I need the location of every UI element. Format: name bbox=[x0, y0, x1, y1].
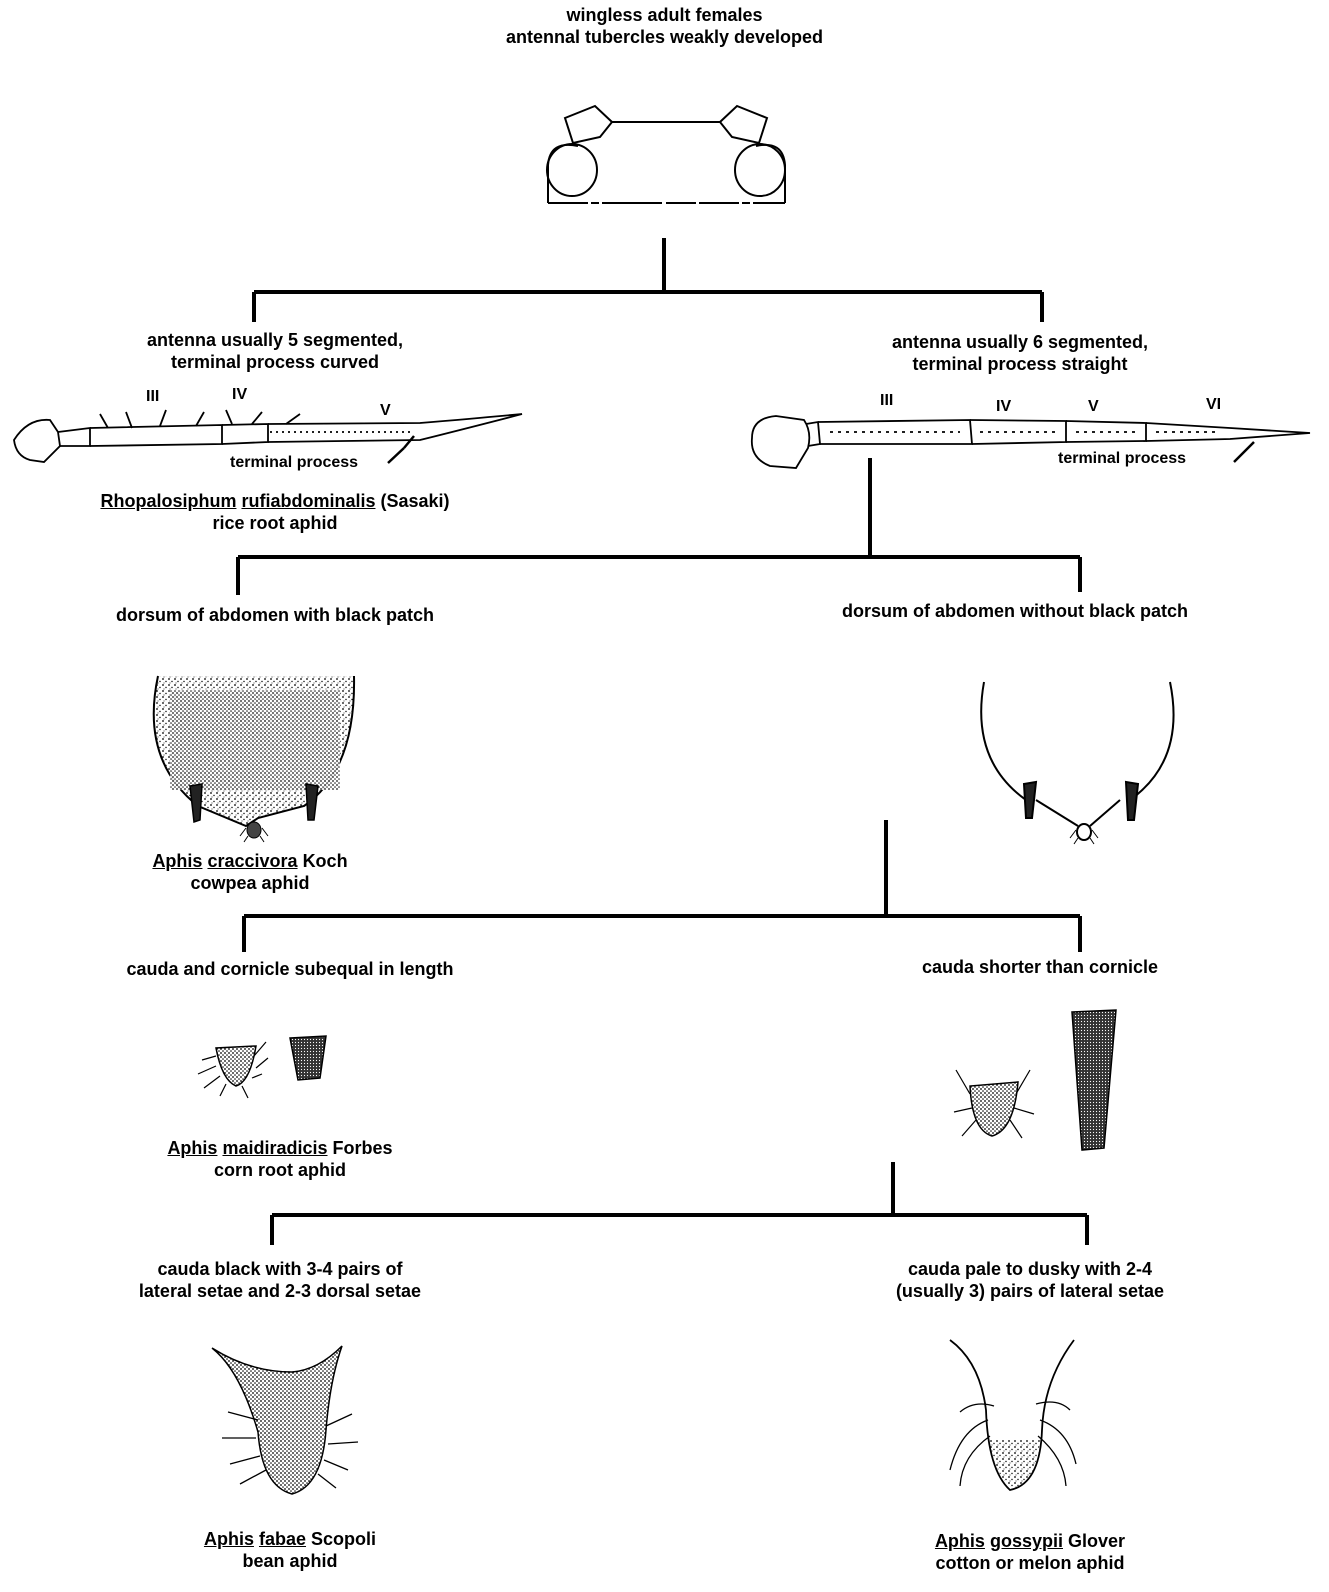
couplet1-right-line-1: antenna usually 6 segmented, bbox=[800, 331, 1240, 353]
couplet1-left-text: antenna usually 5 segmented, terminal pr… bbox=[40, 329, 510, 373]
species-author: Glover bbox=[1068, 1531, 1125, 1551]
species-author: (Sasaki) bbox=[381, 491, 450, 511]
couplet1-left-line-2: terminal process curved bbox=[40, 351, 510, 373]
species-epithet: maidiradicis bbox=[222, 1138, 327, 1158]
couplet3-right-text: cauda shorter than cornicle bbox=[850, 956, 1230, 978]
species-common-name: corn root aphid bbox=[80, 1159, 480, 1181]
species-common-name: cowpea aphid bbox=[60, 872, 440, 894]
left-antenna-label-iii: III bbox=[146, 388, 159, 406]
cauda-black-fabae-illustration bbox=[212, 1346, 358, 1494]
root-line-1: wingless adult females bbox=[0, 4, 1329, 26]
species-genus: Aphis bbox=[935, 1531, 985, 1551]
cauda-shorter-than-cornicle-illustration bbox=[954, 1010, 1116, 1150]
couplet4-left-line-2: lateral setae and 2-3 dorsal setae bbox=[60, 1280, 500, 1302]
species-genus: Aphis bbox=[152, 851, 202, 871]
species-epithet: gossypii bbox=[990, 1531, 1063, 1551]
right-antenna-label-v: V bbox=[1088, 398, 1099, 416]
species-common-name: rice root aphid bbox=[40, 512, 510, 534]
species-author: Koch bbox=[303, 851, 348, 871]
abdomen-with-black-patch-illustration bbox=[154, 676, 354, 842]
head-tubercles-illustration bbox=[547, 106, 785, 203]
right-antenna-label-iii: III bbox=[880, 392, 893, 410]
left-antenna-label-v: V bbox=[380, 402, 391, 420]
cauda-pale-gossypii-illustration bbox=[950, 1340, 1076, 1490]
antenna-6-segmented-illustration bbox=[752, 416, 1310, 468]
abdomen-without-black-patch-illustration bbox=[981, 682, 1173, 844]
couplet1-left-line-1: antenna usually 5 segmented, bbox=[40, 329, 510, 351]
species-author: Forbes bbox=[333, 1138, 393, 1158]
couplet4-right-text: cauda pale to dusky with 2-4 (usually 3)… bbox=[830, 1258, 1230, 1302]
cauda-cornicle-subequal-illustration bbox=[198, 1036, 326, 1098]
species-cowpea-aphid: Aphis craccivora Koch cowpea aphid bbox=[60, 850, 440, 894]
couplet1-right-line-2: terminal process straight bbox=[800, 353, 1240, 375]
right-antenna-label-vi: VI bbox=[1206, 396, 1221, 414]
species-epithet: rufiabdominalis bbox=[241, 491, 375, 511]
couplet4-right-line-2: (usually 3) pairs of lateral setae bbox=[830, 1280, 1230, 1302]
species-author: Scopoli bbox=[311, 1529, 376, 1549]
left-antenna-label-iv: IV bbox=[232, 386, 247, 404]
species-epithet: fabae bbox=[259, 1529, 306, 1549]
species-common-name: bean aphid bbox=[130, 1550, 450, 1572]
couplet2-right-text: dorsum of abdomen without black patch bbox=[780, 600, 1250, 622]
species-genus: Rhopalosiphum bbox=[100, 491, 236, 511]
couplet1-right-text: antenna usually 6 segmented, terminal pr… bbox=[800, 331, 1240, 375]
species-genus: Aphis bbox=[204, 1529, 254, 1549]
species-bean-aphid: Aphis fabae Scopoli bean aphid bbox=[130, 1528, 450, 1572]
left-terminal-process-label: terminal process bbox=[230, 454, 358, 472]
root-line-2: antennal tubercles weakly developed bbox=[0, 26, 1329, 48]
couplet2-left-text: dorsum of abdomen with black patch bbox=[40, 604, 510, 626]
species-rice-root-aphid: Rhopalosiphum rufiabdominalis (Sasaki) r… bbox=[40, 490, 510, 534]
couplet4-left-text: cauda black with 3-4 pairs of lateral se… bbox=[60, 1258, 500, 1302]
key-connector-lines bbox=[238, 238, 1087, 1245]
right-terminal-process-label: terminal process bbox=[1058, 450, 1186, 468]
species-corn-root-aphid: Aphis maidiradicis Forbes corn root aphi… bbox=[80, 1137, 480, 1181]
couplet3-left-text: cauda and cornicle subequal in length bbox=[40, 958, 540, 980]
couplet4-right-line-1: cauda pale to dusky with 2-4 bbox=[830, 1258, 1230, 1280]
species-epithet: craccivora bbox=[207, 851, 297, 871]
species-cotton-melon-aphid: Aphis gossypii Glover cotton or melon ap… bbox=[860, 1530, 1200, 1574]
right-antenna-label-iv: IV bbox=[996, 398, 1011, 416]
root-heading: wingless adult females antennal tubercle… bbox=[0, 4, 1329, 48]
couplet4-left-line-1: cauda black with 3-4 pairs of bbox=[60, 1258, 500, 1280]
species-common-name: cotton or melon aphid bbox=[860, 1552, 1200, 1574]
species-genus: Aphis bbox=[167, 1138, 217, 1158]
